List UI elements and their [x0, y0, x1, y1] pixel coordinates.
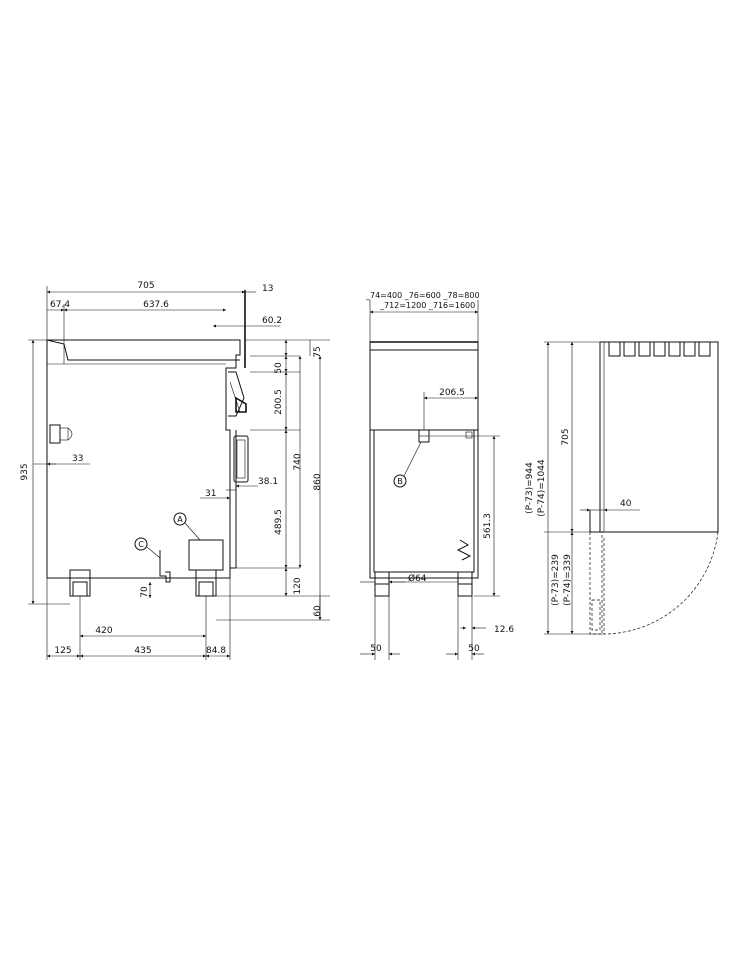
- lid-swing-arc: [603, 531, 719, 635]
- dim-935: 935: [20, 463, 30, 480]
- dim-p73-239: (P-73)=239: [551, 554, 561, 606]
- dim-489-5: 489.5: [274, 509, 284, 535]
- front-top-pan: [46, 339, 240, 361]
- front-view: A C 705 13 67.4 637.6 60.2 75 50 200.5: [20, 281, 330, 660]
- callout-c: [134, 537, 148, 551]
- dim-60: 60: [313, 605, 323, 617]
- dim-38-1: 38.1: [258, 477, 278, 487]
- dim-31: 31: [205, 489, 216, 499]
- callout-c-label: C: [138, 540, 144, 549]
- dim-d64: Ø64: [408, 573, 427, 584]
- callout-a-label: A: [177, 515, 183, 524]
- dim-200-5: 200.5: [274, 389, 284, 415]
- dim-75: 75: [313, 346, 323, 357]
- dim-120: 120: [293, 577, 303, 594]
- dim-50: 50: [274, 362, 284, 374]
- dim-40: 40: [620, 499, 632, 509]
- lid-panel: [599, 341, 719, 533]
- callout-a: [173, 512, 187, 526]
- dim-p74-339: (P-74)=339: [563, 554, 573, 606]
- lid-grill-slots: [608, 341, 711, 357]
- dim-561-3: 561.3: [483, 513, 493, 539]
- front-body-outline: [46, 339, 241, 579]
- front-handle: [233, 435, 249, 483]
- dim-33: 33: [72, 454, 83, 464]
- dim-705-lid: 705: [561, 428, 571, 445]
- side-view: B _74=400 _76=600 _78=800 _712=1200 _716…: [360, 291, 514, 660]
- dim-84-8: 84.8: [206, 646, 226, 656]
- callout-b: [393, 474, 407, 488]
- dim-70: 70: [140, 586, 150, 598]
- gas-connection-icon: [418, 429, 430, 443]
- callout-b-label: B: [397, 477, 403, 486]
- drain-tap: [159, 550, 171, 583]
- dim-206-5: 206.5: [439, 388, 465, 398]
- dim-740: 740: [293, 453, 303, 470]
- drain-box: [188, 539, 224, 571]
- models-row1: _74=400 _76=600 _78=800: [365, 291, 480, 300]
- side-connection-icon: [49, 424, 73, 444]
- dim-p73-944: (P-73)=944: [525, 462, 535, 514]
- dim-125: 125: [54, 646, 71, 656]
- dim-67-4: 67.4: [50, 300, 70, 310]
- dim-p74-1044: (P-74)=1044: [537, 459, 547, 517]
- dim-860: 860: [313, 473, 323, 490]
- dim-60-2: 60.2: [262, 316, 282, 326]
- dim-13: 13: [262, 284, 273, 294]
- models-row2: _712=1200 _716=1600: [379, 301, 475, 310]
- lid-view: 705 (P-73)=944 (P-74)=1044 (P-73)=239 (P…: [525, 341, 719, 635]
- dim-50-side-left: 50: [370, 644, 382, 654]
- side-cabinet: [369, 429, 479, 579]
- dim-705: 705: [137, 281, 154, 291]
- dim-420: 420: [95, 626, 112, 636]
- control-knob-icon: [228, 371, 247, 417]
- break-mark: [456, 539, 472, 561]
- dim-50-side-right: 50: [468, 644, 480, 654]
- dim-435: 435: [134, 646, 151, 656]
- dim-637-6: 637.6: [143, 300, 169, 310]
- dim-12-6: 12.6: [494, 625, 514, 635]
